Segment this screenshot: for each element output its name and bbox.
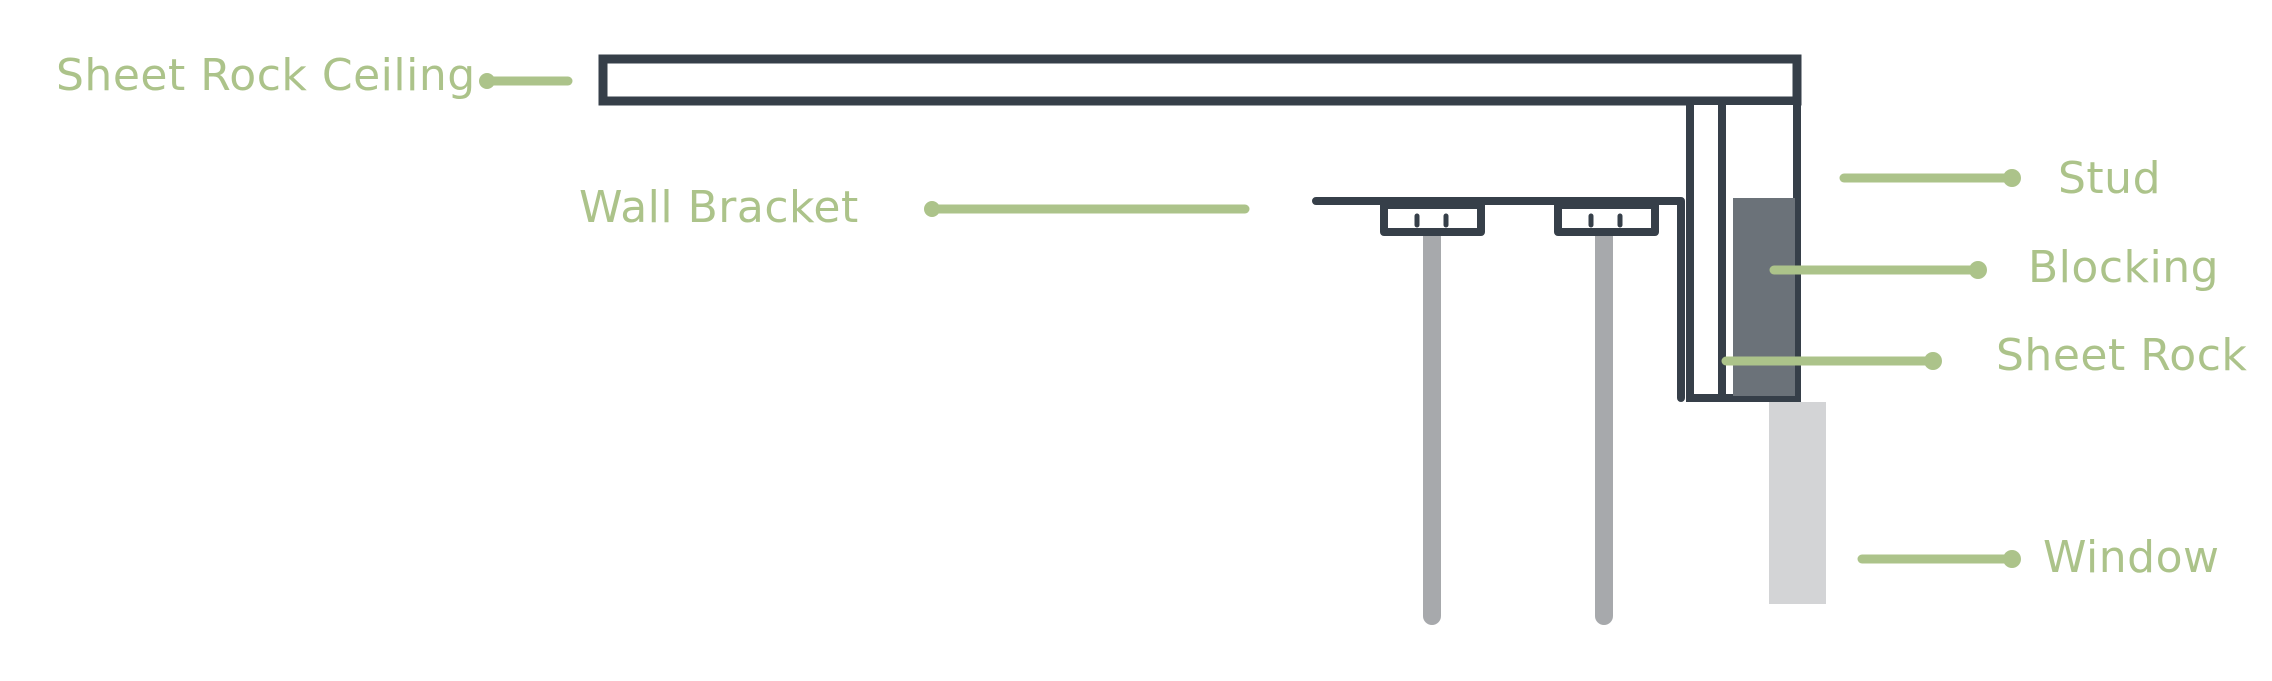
blocking-shape xyxy=(1733,198,1795,396)
blocking-label: Blocking xyxy=(2028,242,2220,293)
sheet-rock-leader xyxy=(1721,352,1942,370)
sheet-rock-shape xyxy=(1686,97,1726,402)
sheet-rock-label: Sheet Rock xyxy=(1996,330,2248,381)
blocking-leader xyxy=(1769,261,1987,279)
sheet-rock-ceiling-shape xyxy=(598,54,1802,106)
wall-bracket-label: Wall Bracket xyxy=(579,182,859,233)
stud-label: Stud xyxy=(2058,153,2161,204)
sheet-rock-ceiling-label: Sheet Rock Ceiling xyxy=(56,50,476,101)
window-label: Window xyxy=(2043,532,2220,583)
wall-bracket-shape xyxy=(1312,197,1685,402)
wall-bracket-leader xyxy=(924,201,1250,217)
window-leader xyxy=(1857,550,2021,568)
sheet-rock-ceiling-leader xyxy=(479,73,573,89)
window-shape xyxy=(1769,402,1826,604)
stud-leader xyxy=(1839,169,2021,187)
